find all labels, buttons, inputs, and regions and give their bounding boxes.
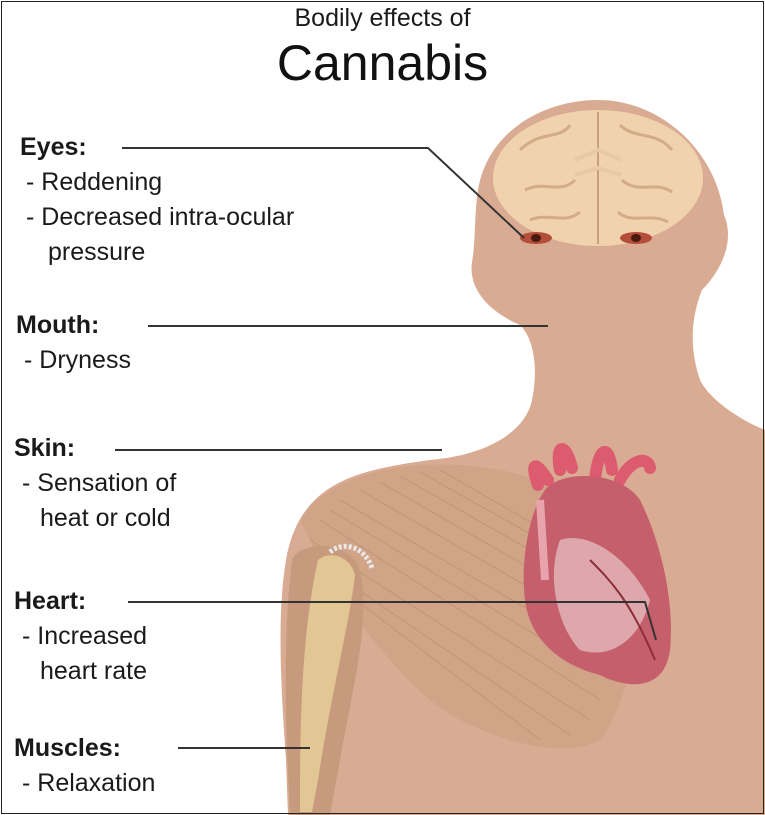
eyes-effect-1: - Reddening xyxy=(20,165,294,200)
mouth-effect-1: - Dryness xyxy=(16,343,131,378)
heart-effect-1: - Increased xyxy=(14,619,147,654)
eyes-effect-2: - Decreased intra-ocular xyxy=(20,200,294,235)
eyes-label: Eyes: - Reddening - Decreased intra-ocul… xyxy=(20,130,294,270)
skin-heading: Skin: xyxy=(14,431,176,466)
heart-heading: Heart: xyxy=(14,584,147,619)
muscles-effect-1: - Relaxation xyxy=(14,766,155,801)
mouth-label: Mouth: - Dryness xyxy=(16,308,131,378)
muscles-heading: Muscles: xyxy=(14,731,155,766)
eyes-heading: Eyes: xyxy=(20,130,294,165)
brain-icon xyxy=(493,110,703,246)
heart-label: Heart: - Increased heart rate xyxy=(14,584,147,689)
skin-effect-1-cont: heat or cold xyxy=(14,501,176,536)
page-title: Cannabis xyxy=(0,34,765,92)
heart-effect-1-cont: heart rate xyxy=(14,654,147,689)
eyes-effect-2-cont: pressure xyxy=(20,235,294,270)
skin-label: Skin: - Sensation of heat or cold xyxy=(14,431,176,536)
skin-effect-1: - Sensation of xyxy=(14,466,176,501)
title-subtitle: Bodily effects of xyxy=(0,4,765,33)
muscles-label: Muscles: - Relaxation xyxy=(14,731,155,801)
mouth-heading: Mouth: xyxy=(16,308,131,343)
